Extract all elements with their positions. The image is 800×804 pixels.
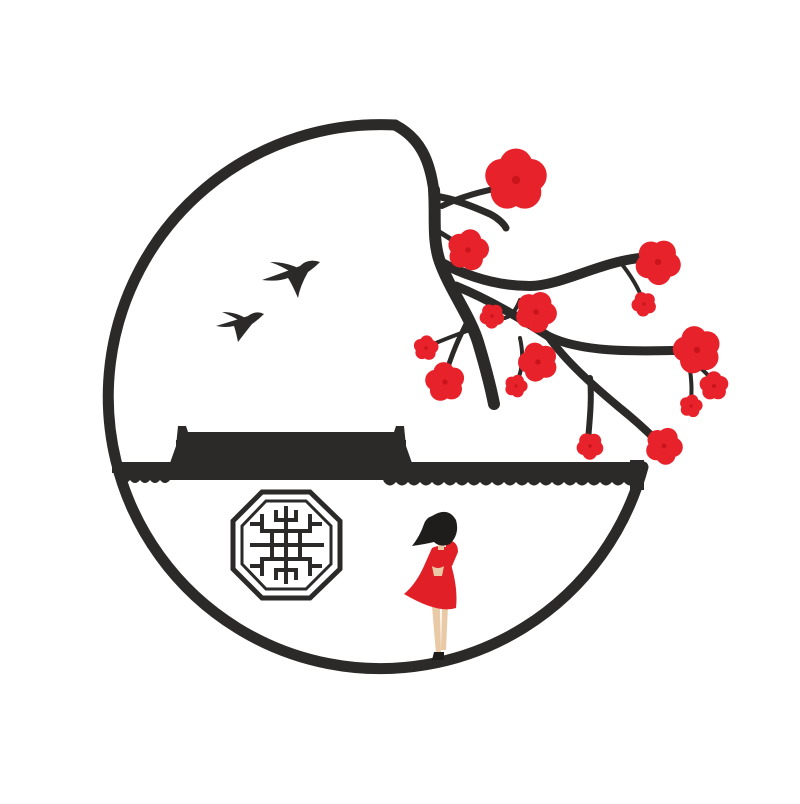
circle-frame-icon xyxy=(102,119,649,675)
plum-blossom-icon xyxy=(505,374,528,398)
lattice-window-icon xyxy=(230,489,343,601)
plum-blossom-icon xyxy=(485,148,547,209)
plum-blossom-icon xyxy=(448,229,489,271)
temple-roof-icon xyxy=(164,426,418,480)
plum-blossom-icon xyxy=(576,433,604,460)
girl-red-dress-icon xyxy=(404,511,458,660)
plum-blossom-icon xyxy=(646,427,683,465)
plum-blossom-icon xyxy=(425,362,465,401)
plum-blossom-icon xyxy=(479,304,505,329)
plum-branch-icon xyxy=(422,183,714,448)
plum-blossom-group xyxy=(413,148,729,465)
plum-blossom-icon xyxy=(635,240,681,286)
plum-blossom-icon xyxy=(413,335,439,360)
plum-blossom-icon xyxy=(631,292,656,317)
wall-tiles-left xyxy=(118,473,170,483)
wall-tiles-right xyxy=(380,473,636,486)
plum-blossom-icon xyxy=(518,342,557,382)
plum-blossom-icon xyxy=(672,326,720,374)
plum-blossom-icon xyxy=(699,371,729,400)
swallow-bird-icon xyxy=(262,260,320,298)
plum-blossom-icon xyxy=(516,292,557,333)
swallow-bird-icon xyxy=(216,312,264,342)
plum-blossom-icon xyxy=(680,394,703,418)
